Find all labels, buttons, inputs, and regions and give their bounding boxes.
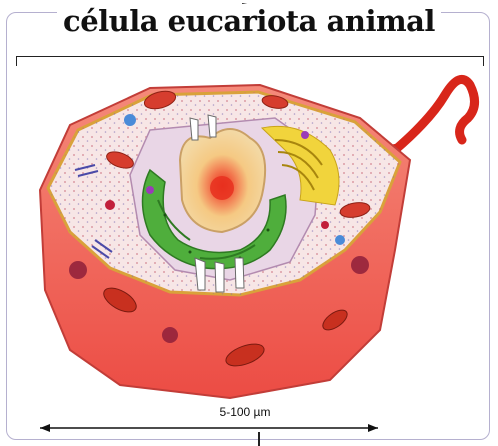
nucleolus (210, 176, 234, 200)
scale-bar (40, 424, 378, 432)
scale-label: 5-100 µm (210, 405, 280, 419)
flagellum (395, 79, 475, 150)
scale-tick (258, 432, 260, 446)
